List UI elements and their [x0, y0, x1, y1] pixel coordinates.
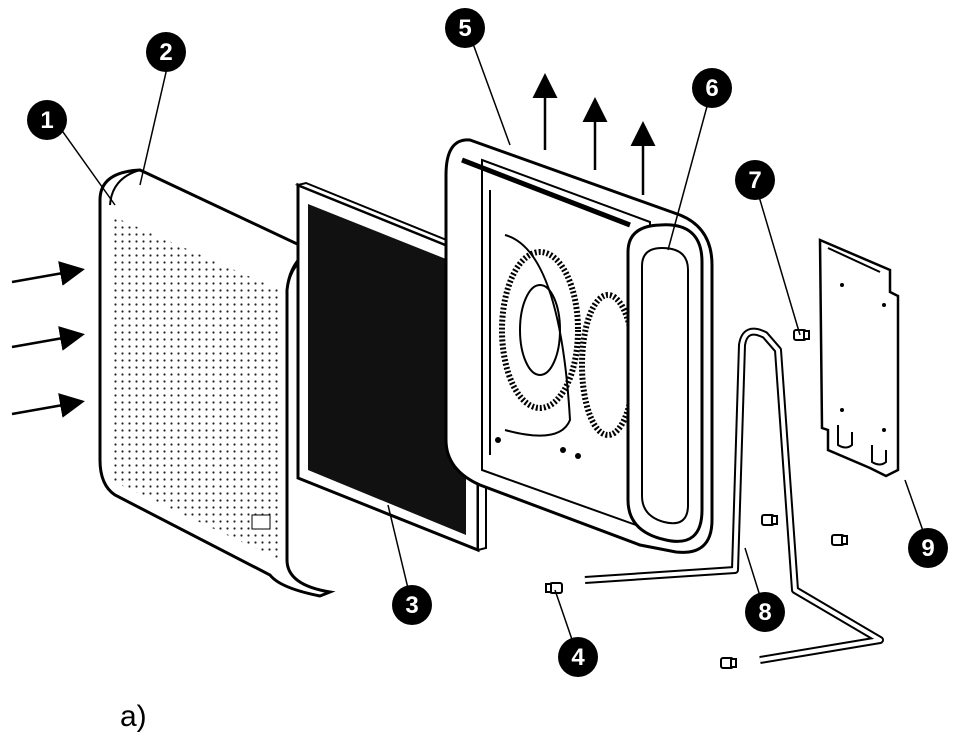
callout-8: 8 [745, 592, 785, 632]
front-cover [98, 168, 336, 598]
screw-icon [793, 329, 810, 341]
wall-bracket [818, 238, 900, 478]
callout-1: 1 [27, 100, 67, 140]
callout-9: 9 [908, 528, 948, 568]
screws [545, 329, 848, 669]
callout-5: 5 [445, 8, 485, 48]
inlet-arrows [11, 261, 85, 418]
callout-7: 7 [735, 160, 775, 200]
airflow-arrow-icon [11, 393, 85, 418]
callout-4: 4 [558, 637, 598, 677]
stand-legs-inner [584, 329, 882, 662]
screw-icon [831, 534, 848, 546]
screw-icon [720, 657, 737, 669]
filter-panel [294, 181, 487, 553]
callout-2: 2 [146, 32, 186, 72]
svg-text:1: 1 [40, 107, 53, 134]
svg-text:7: 7 [748, 167, 761, 194]
svg-text:9: 9 [921, 535, 934, 562]
screw-icon [545, 582, 563, 594]
leader-lines [57, 29, 929, 658]
svg-text:2: 2 [159, 39, 172, 66]
screw-icon [761, 514, 778, 526]
svg-text:3: 3 [405, 592, 418, 619]
fan-housing [444, 138, 714, 554]
svg-text:5: 5 [458, 15, 471, 42]
outlet-arrows [532, 73, 656, 195]
svg-text:6: 6 [705, 75, 718, 102]
callout-6: 6 [692, 68, 732, 108]
callout-3: 3 [392, 585, 432, 625]
airflow-arrow-icon [11, 326, 85, 351]
svg-text:4: 4 [571, 644, 585, 671]
svg-text:8: 8 [758, 599, 771, 626]
airflow-arrow-icon [11, 261, 85, 286]
figure-caption: a) [120, 700, 147, 733]
